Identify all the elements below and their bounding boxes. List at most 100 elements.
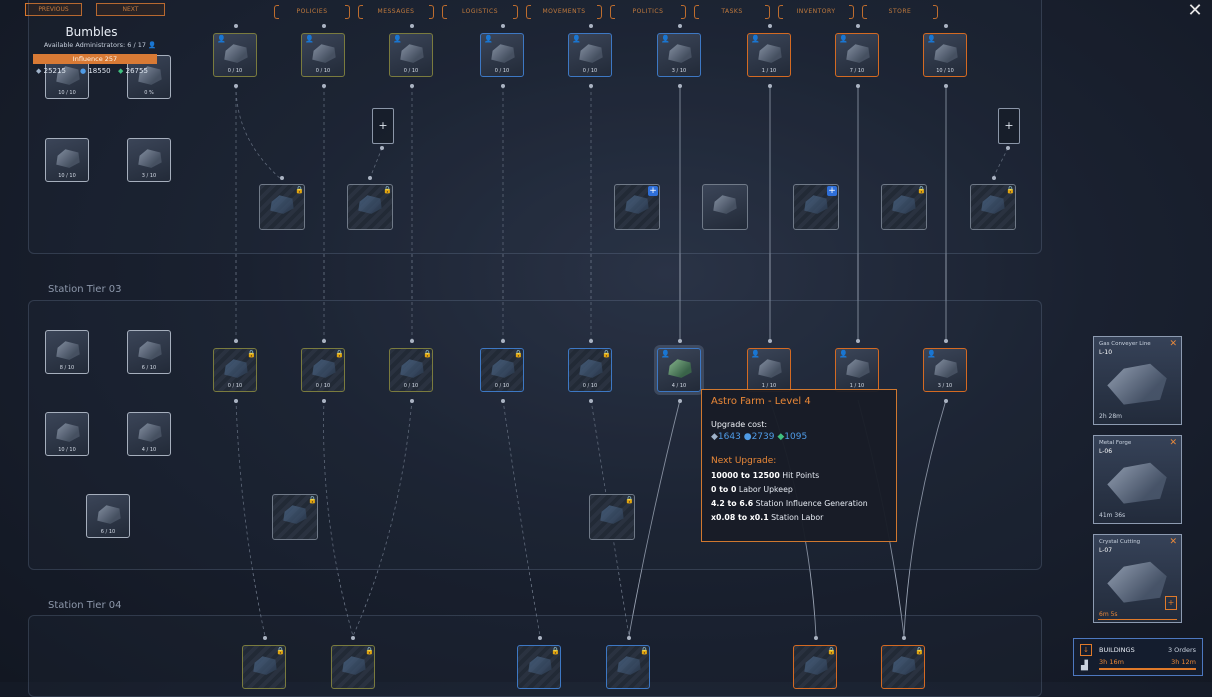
plus-icon[interactable]: + [648, 186, 658, 196]
buildings-icon: ▟ [1081, 661, 1088, 671]
tier4-title: Station Tier 04 [48, 600, 122, 611]
module-node[interactable]: 🔒0 / 10 [568, 348, 612, 392]
left-node[interactable]: 4 / 10 [127, 412, 171, 456]
module-image [1107, 363, 1167, 405]
module-image [1107, 462, 1167, 504]
module-node[interactable]: 👤1 / 10 [835, 348, 879, 392]
upgrade-tooltip: Astro Farm - Level 4 Upgrade cost: ◆1643… [701, 389, 897, 542]
module-node[interactable]: 🔒 [793, 645, 837, 689]
lock-icon: 🔒 [551, 647, 560, 655]
available-node[interactable]: + [793, 184, 839, 230]
admin-icon: 👤 [839, 35, 848, 43]
locked-node[interactable]: 🔒 [259, 184, 305, 230]
module-node[interactable]: 👤1 / 10 [747, 33, 791, 77]
orders-count: 3 Orders [1167, 646, 1196, 654]
queue-card[interactable]: Metal Forge L-06 ✕ 41m 36s [1093, 435, 1182, 524]
add-slot-button[interactable]: + [998, 108, 1020, 144]
cancel-icon[interactable]: ✕ [1169, 537, 1177, 547]
buildings-queue-bar[interactable]: ↓ ▟ BUILDINGS 3 Orders 3h 16m 3h 12m [1073, 638, 1203, 676]
module-node[interactable]: 👤1 / 10 [747, 348, 791, 392]
tab-tasks[interactable]: TASKS [694, 5, 770, 19]
gas-icon: ● [743, 432, 752, 442]
tab-inventory[interactable]: INVENTORY [778, 5, 854, 19]
available-node[interactable]: + [614, 184, 660, 230]
module-node[interactable]: 🔒 [331, 645, 375, 689]
resource-gas: ● 18550 [80, 67, 111, 75]
module-node[interactable]: 🔒 [517, 645, 561, 689]
cancel-icon[interactable]: ✕ [1169, 339, 1177, 349]
module-node[interactable]: 🔒 [606, 645, 650, 689]
module-node[interactable]: 🔒0 / 10 [213, 348, 257, 392]
left-node[interactable]: 10 / 10 [45, 138, 89, 182]
upgrade-costs: ◆1643 ●2739 ◆1095 [711, 432, 808, 442]
add-slot-button[interactable]: + [372, 108, 394, 144]
module-node[interactable]: 👤10 / 10 [923, 33, 967, 77]
module-node[interactable]: 👤0 / 10 [389, 33, 433, 77]
lock-icon: 🔒 [335, 350, 344, 358]
module-node[interactable]: 🔒 [242, 645, 286, 689]
plus-icon[interactable]: + [827, 186, 837, 196]
admin-icon: 👤 [572, 35, 581, 43]
lock-icon: 🔒 [383, 186, 392, 194]
tab-movements[interactable]: MOVEMENTS [526, 5, 602, 19]
available-administrators: Available Administrators: 6 / 17 👤 [43, 41, 157, 49]
module-node[interactable]: 👤0 / 10 [301, 33, 345, 77]
close-icon[interactable]: ✕ [1187, 0, 1203, 21]
tab-store[interactable]: STORE [862, 5, 938, 19]
module-node[interactable]: 👤0 / 10 [568, 33, 612, 77]
locked-node[interactable]: 🔒 [272, 494, 318, 540]
admin-icon: 👤 [661, 35, 670, 43]
locked-node[interactable]: 🔒 [347, 184, 393, 230]
time-left-2: 3h 12m [1171, 658, 1196, 666]
left-node[interactable]: 3 / 10 [127, 138, 171, 182]
astro-farm-node[interactable]: 👤4 / 10 [657, 348, 701, 392]
lock-icon: 🔒 [247, 350, 256, 358]
left-node[interactable]: 6 / 10 [127, 330, 171, 374]
module-node[interactable]: 👤3 / 10 [657, 33, 701, 77]
queue-card[interactable]: Crystal Cutting L-07 ✕ 6m 5s + [1093, 534, 1182, 623]
module-node[interactable]: 🔒0 / 10 [480, 348, 524, 392]
lock-icon: 🔒 [308, 496, 317, 504]
admin-icon: 👤 [751, 350, 760, 358]
tab-logistics[interactable]: LOGISTICS [442, 5, 518, 19]
module-image [1107, 561, 1167, 603]
locked-node[interactable]: 🔒 [589, 494, 635, 540]
module-node[interactable]: 🔒0 / 10 [389, 348, 433, 392]
locked-node[interactable]: 🔒 [970, 184, 1016, 230]
admin-icon: 👤 [148, 41, 157, 49]
left-node[interactable]: 8 / 10 [45, 330, 89, 374]
queue-card[interactable]: Gas Conveyer Line L-10 ✕ 2h 28m [1093, 336, 1182, 425]
metal-icon: ◆ [36, 67, 42, 75]
speedup-plus-icon[interactable]: + [1165, 596, 1177, 610]
module-node[interactable]: 👤0 / 10 [213, 33, 257, 77]
module-node[interactable]: 👤3 / 10 [923, 348, 967, 392]
admin-icon: 👤 [839, 350, 848, 358]
upgrade-line: 10000 to 12500 Hit Points [711, 471, 820, 480]
module-node[interactable]: 👤0 / 10 [480, 33, 524, 77]
locked-node[interactable]: 🔒 [881, 184, 927, 230]
lock-icon: 🔒 [514, 350, 523, 358]
resource-crystal: ◆ 26755 [118, 67, 148, 75]
left-node[interactable]: 10 / 10 [45, 412, 89, 456]
available-node[interactable] [702, 184, 748, 230]
lock-icon: 🔒 [640, 647, 649, 655]
lock-icon: 🔒 [625, 496, 634, 504]
left-node[interactable]: 6 / 10 [86, 494, 130, 538]
crystal-icon: ◆ [777, 432, 785, 442]
module-node[interactable]: 👤7 / 10 [835, 33, 879, 77]
admin-icon: 👤 [305, 35, 314, 43]
buildings-label: BUILDINGS [1099, 646, 1135, 654]
metal-icon: ◆ [711, 432, 718, 442]
lock-icon: 🔒 [365, 647, 374, 655]
tab-politics[interactable]: POLITICS [610, 5, 686, 19]
module-node[interactable]: 🔒0 / 10 [301, 348, 345, 392]
next-button[interactable]: NEXT [96, 3, 165, 16]
tab-messages[interactable]: MESSAGES [358, 5, 434, 19]
upgrade-cost-label: Upgrade cost: [711, 420, 768, 429]
tab-policies[interactable]: POLICIES [274, 5, 350, 19]
previous-button[interactable]: PREVIOUS [25, 3, 82, 16]
module-node[interactable]: 🔒 [881, 645, 925, 689]
admin-icon: 👤 [393, 35, 402, 43]
admin-icon: 👤 [217, 35, 226, 43]
cancel-icon[interactable]: ✕ [1169, 438, 1177, 448]
